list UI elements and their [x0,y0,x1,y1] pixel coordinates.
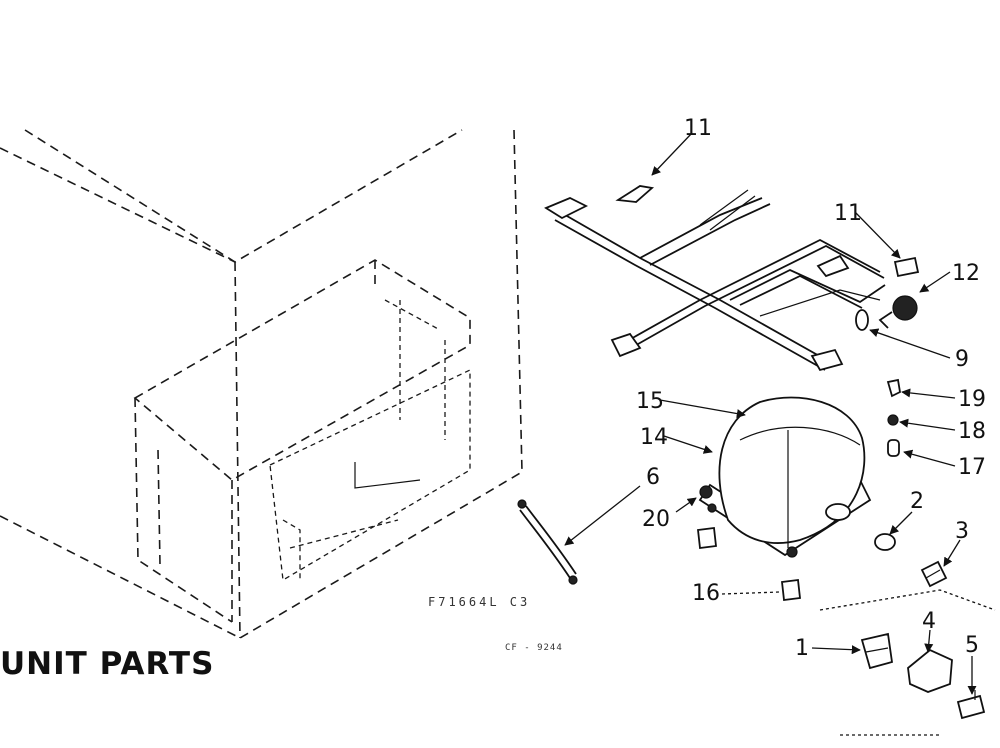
part-label-16: 16 [692,581,720,606]
part-label-18: 18 [958,419,986,444]
part-label-2: 2 [910,489,924,514]
figure-code: F71664L C3 [428,595,530,609]
part-label-9: 9 [955,347,969,372]
cover-part-4 [907,648,953,693]
clip-part-7 [615,185,655,203]
part-label-19: 19 [958,387,986,412]
page-title: UNIT PARTS [0,646,214,682]
wiring-harness [544,189,920,372]
drawing-ref: CF - 9244 [505,643,563,653]
part-label-3: 3 [955,519,969,544]
leader-lines [564,132,977,695]
clip-part-5 [956,690,986,720]
part-label-14: 14 [640,425,668,450]
plug-part-12 [878,295,918,329]
sleeve-part-17 [887,439,900,457]
part-labels: 11 11 12 9 15 14 6 20 16 19 18 17 2 3 1 … [636,116,986,661]
drain-tube-part-6 [517,499,578,585]
relay-part-3 [920,560,948,588]
part-label-12: 12 [952,261,980,286]
part-label-5: 5 [965,633,979,658]
part-label-11: 11 [834,201,862,226]
relay-part-1 [860,632,894,670]
grommet-part-19 [886,378,901,398]
part-label-15: 15 [636,389,664,414]
compressor-part-15 [698,396,872,558]
overload-part-2 [874,533,896,551]
part-label-20: 20 [642,507,670,532]
part-label-7: 11 [684,116,712,141]
part-label-4: 4 [922,609,936,634]
part-label-1: 1 [795,636,809,661]
washer-part-18 [887,414,899,426]
part-label-17: 17 [958,455,986,480]
cabinet-outline [0,129,523,639]
washer-part-20 [699,485,713,499]
part-label-6: 6 [646,465,660,490]
grommet-part-16 [697,526,801,602]
